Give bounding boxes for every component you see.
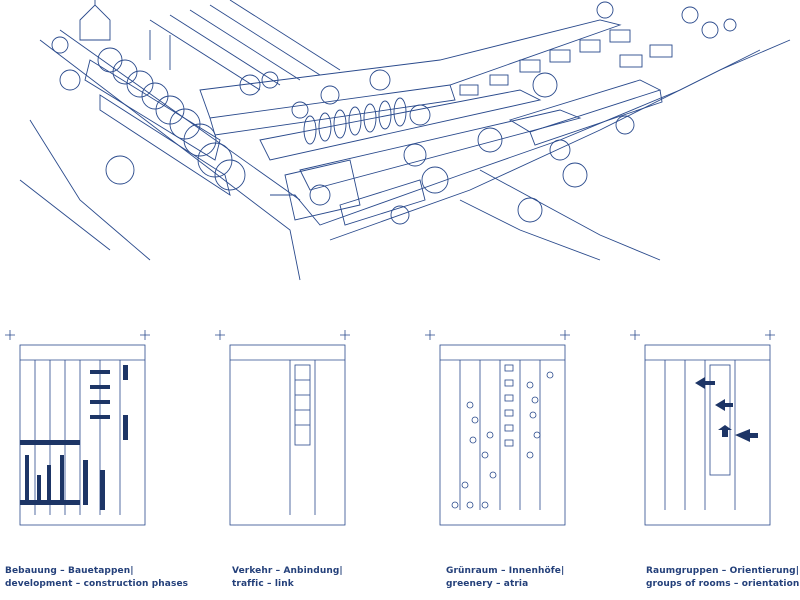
caption-greenery-de: Grünraum – Innenhöfe|	[446, 566, 565, 576]
caption-greenery-en: greenery – atria	[446, 579, 529, 589]
caption-rooms-de: Raumgruppen – Orientierung|	[646, 566, 800, 576]
site-perspective-drawing	[19, 0, 791, 281]
caption-development-en: development – construction phases	[5, 579, 189, 589]
panel-rooms-orientation-plan	[630, 330, 775, 526]
caption-rooms: Raumgruppen – Orientierung| groups of ro…	[646, 565, 799, 591]
panel-development-plan	[5, 330, 150, 526]
caption-development: Bebauung – Bauetappen| development – con…	[5, 565, 188, 591]
panel-greenery-plan	[425, 330, 570, 526]
caption-traffic: Verkehr – Anbindung| traffic – link	[232, 565, 343, 591]
caption-traffic-de: Verkehr – Anbindung|	[232, 566, 343, 576]
caption-traffic-en: traffic – link	[232, 579, 294, 589]
caption-development-de: Bebauung – Bauetappen|	[5, 566, 134, 576]
caption-rooms-en: groups of rooms – orientation	[646, 579, 800, 589]
panel-traffic-plan	[215, 330, 350, 526]
caption-greenery: Grünraum – Innenhöfe| greenery – atria	[446, 565, 564, 591]
